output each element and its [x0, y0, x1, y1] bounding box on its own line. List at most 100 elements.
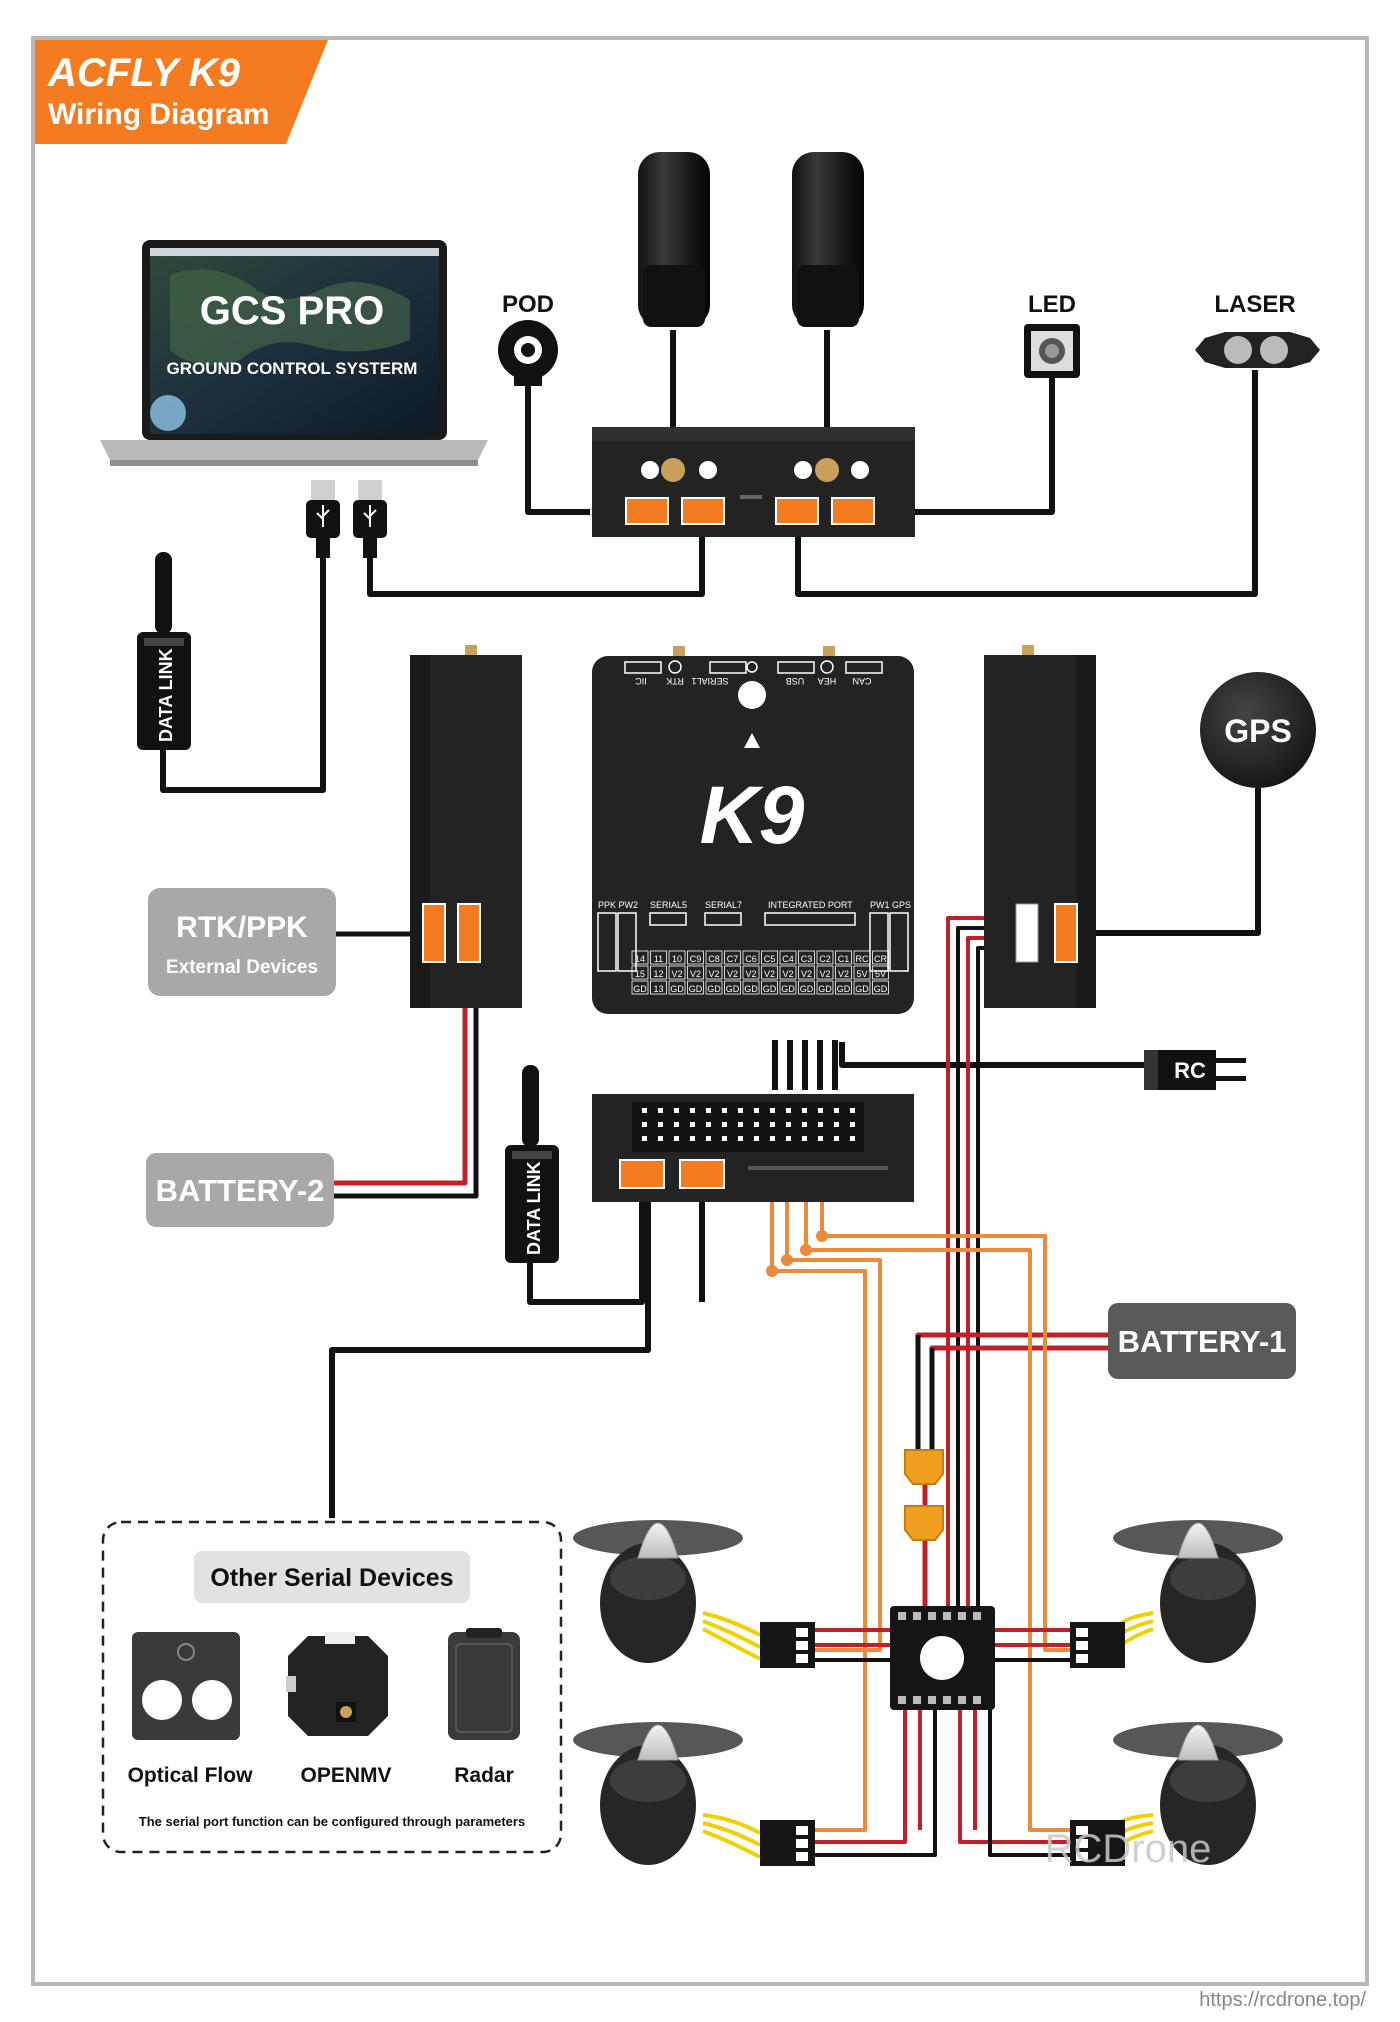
led-label: LED [1028, 291, 1076, 318]
esc-pad [796, 1641, 808, 1650]
header-pin [818, 1136, 823, 1141]
pin-box [872, 965, 889, 980]
prop-nut [1177, 1522, 1219, 1559]
header-pin [850, 1136, 855, 1141]
pin-label: 14 [635, 954, 645, 964]
pin-box [742, 950, 760, 965]
header-pin [770, 1136, 775, 1141]
pin-box [761, 965, 778, 980]
pin-box [798, 965, 815, 980]
header-pin [674, 1108, 679, 1113]
rtk-ppk-box: RTK/PPK External Devices [148, 888, 336, 996]
pin-box [687, 950, 704, 965]
prop-nut [637, 1724, 679, 1761]
pin-box [650, 980, 667, 995]
header-pin [642, 1136, 647, 1141]
pdb-pad [928, 1612, 936, 1620]
header-pin [786, 1122, 791, 1127]
led-module: LED [1024, 291, 1080, 378]
antennas [638, 152, 864, 327]
laptop-subtitle: GROUND CONTROL SYSTERM [167, 359, 418, 378]
gps-label: GPS [1224, 713, 1292, 749]
header-pin [834, 1122, 839, 1127]
xt60-connectors [904, 1449, 944, 1541]
pin-box [742, 965, 760, 980]
k9-label-gps: PW1 GPS [870, 900, 911, 910]
laser-label: LASER [1214, 291, 1295, 318]
pin-label: C2 [819, 954, 831, 964]
motor-wire [702, 1829, 761, 1859]
header-pin [754, 1136, 759, 1141]
direction-arrow-icon [744, 733, 760, 748]
header-pin [802, 1122, 807, 1127]
pdb-pad [898, 1696, 906, 1704]
header-pin [658, 1122, 663, 1127]
pin-label: V2 [671, 969, 682, 979]
header-pin [818, 1108, 823, 1113]
k9-logo: K9 [700, 770, 805, 861]
power-distribution-board [890, 1606, 995, 1710]
pin-label: GD [726, 984, 740, 994]
k9-label-serial7: SERIAL7 [705, 900, 742, 910]
data-link-1: DATA LINK [137, 552, 191, 750]
pin-label: V2 [819, 969, 830, 979]
pin-label: GD [818, 984, 832, 994]
header-pin [738, 1136, 743, 1141]
footer-url: https://rcdrone.top/ [1199, 1989, 1366, 2011]
rc-receiver: RC [1144, 1050, 1246, 1090]
esc-pad [796, 1852, 808, 1861]
pin-box [798, 950, 815, 965]
esc-pad [1076, 1852, 1088, 1861]
pin-box [816, 965, 834, 980]
k9-port-hea: HEA [818, 676, 837, 686]
pin-label: 15 [635, 969, 645, 979]
motor-wire [702, 1619, 761, 1649]
pdb-pad [928, 1696, 936, 1704]
gps-puck: GPS [1200, 672, 1316, 788]
pin-box [631, 950, 649, 965]
k9-label-serial5: SERIAL5 [650, 900, 687, 910]
usb-plugs [306, 480, 387, 558]
pin-box [816, 950, 834, 965]
pin-box [872, 950, 889, 965]
header-pin [690, 1122, 695, 1127]
pin-box [853, 965, 871, 980]
k9-port-serial1: SERIAL1 [691, 676, 728, 686]
header-pin [674, 1122, 679, 1127]
header-pin [642, 1122, 647, 1127]
pin-label: GD [707, 984, 721, 994]
openmv-device [286, 1632, 388, 1736]
header-pin [658, 1136, 663, 1141]
pin-box [779, 980, 797, 995]
pin-label: 5V [875, 969, 886, 979]
pin-label: GD [874, 984, 888, 994]
radar-device [448, 1628, 520, 1740]
k9-port-rtk: RTK [666, 676, 684, 686]
header-pin [690, 1136, 695, 1141]
battery-2-label: BATTERY-2 [156, 1173, 325, 1208]
k9-label-integrated: INTEGRATED PORT [768, 900, 853, 910]
pin-box [816, 980, 834, 995]
pdb-pad [943, 1696, 951, 1704]
pin-label: 12 [653, 969, 663, 979]
pwm-breakout-board [592, 1094, 914, 1202]
motor-assembly [573, 1722, 815, 1866]
pin-label: C1 [838, 954, 850, 964]
pin-box [705, 980, 723, 995]
pin-label: GD [744, 984, 758, 994]
header-pin [706, 1122, 711, 1127]
pin-box [724, 950, 741, 965]
k9-port-can: CAN [852, 676, 871, 686]
motors [573, 1520, 1283, 1866]
data-link-1-label: DATA LINK [156, 648, 176, 742]
pin-box [650, 950, 667, 965]
pin-label: C3 [801, 954, 813, 964]
k9-top-port-icons [624, 660, 883, 674]
serial-devices-title: Other Serial Devices [210, 1564, 453, 1592]
header-pin [722, 1108, 727, 1113]
k9-flight-controller: IIC RTK SERIAL1 USB HEA CAN K9 PPK PW2 S… [592, 646, 914, 1014]
pin-box [631, 965, 649, 980]
pod-camera: POD [498, 291, 558, 386]
pin-label: 13 [653, 984, 663, 994]
